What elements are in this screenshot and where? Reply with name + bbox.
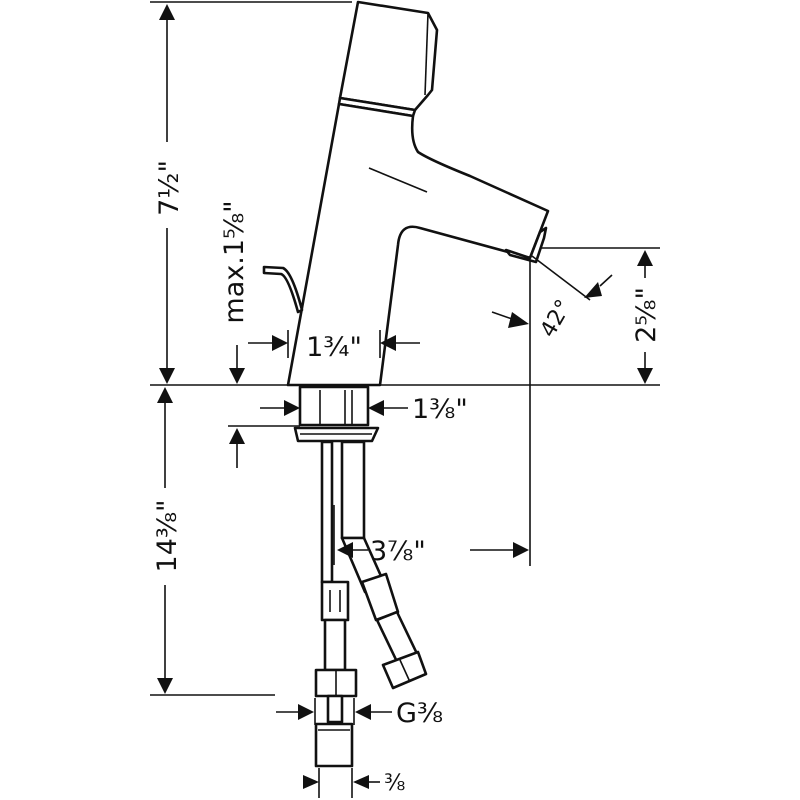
body-width-label: 1¾" bbox=[306, 332, 362, 363]
dimension-max-deck: max.1⅝" bbox=[219, 200, 250, 468]
dimension-connection-size: ⅜ bbox=[303, 768, 405, 798]
total-height-label: 7½" bbox=[154, 160, 185, 216]
dimension-body-width: 1¾" bbox=[248, 330, 420, 363]
dimension-spout-height: 2⅝" bbox=[631, 250, 662, 384]
spout-reach-label: 3⅞" bbox=[370, 536, 426, 567]
spray-angle-label: 42° bbox=[536, 296, 577, 342]
dimension-connection-thread: G⅜ bbox=[276, 698, 443, 729]
faucet-body bbox=[286, 102, 550, 387]
dimension-spout-reach: 3⅞" bbox=[337, 536, 529, 567]
dimension-total-height: 7½" bbox=[154, 4, 185, 384]
max-deck-label: max.1⅝" bbox=[219, 200, 250, 323]
handle-cap bbox=[338, 0, 439, 112]
spout-height-label: 2⅝" bbox=[631, 287, 662, 343]
dimension-spray-angle: 42° bbox=[491, 255, 613, 342]
shank-width-label: 1⅜" bbox=[412, 394, 468, 425]
reference-lines bbox=[150, 1, 660, 696]
pop-up-lever bbox=[262, 265, 304, 314]
shank bbox=[293, 385, 380, 443]
faucet bbox=[262, 0, 550, 387]
connection-size-label: ⅜ bbox=[384, 771, 405, 796]
connection-thread-label: G⅜ bbox=[396, 698, 443, 729]
dimension-shank-width: 1⅜" bbox=[260, 394, 468, 425]
supply-hoses bbox=[314, 440, 428, 768]
dimension-hose-length: 14⅜" bbox=[152, 387, 183, 694]
hose-length-label: 14⅜" bbox=[152, 500, 183, 573]
aerator bbox=[504, 226, 548, 264]
